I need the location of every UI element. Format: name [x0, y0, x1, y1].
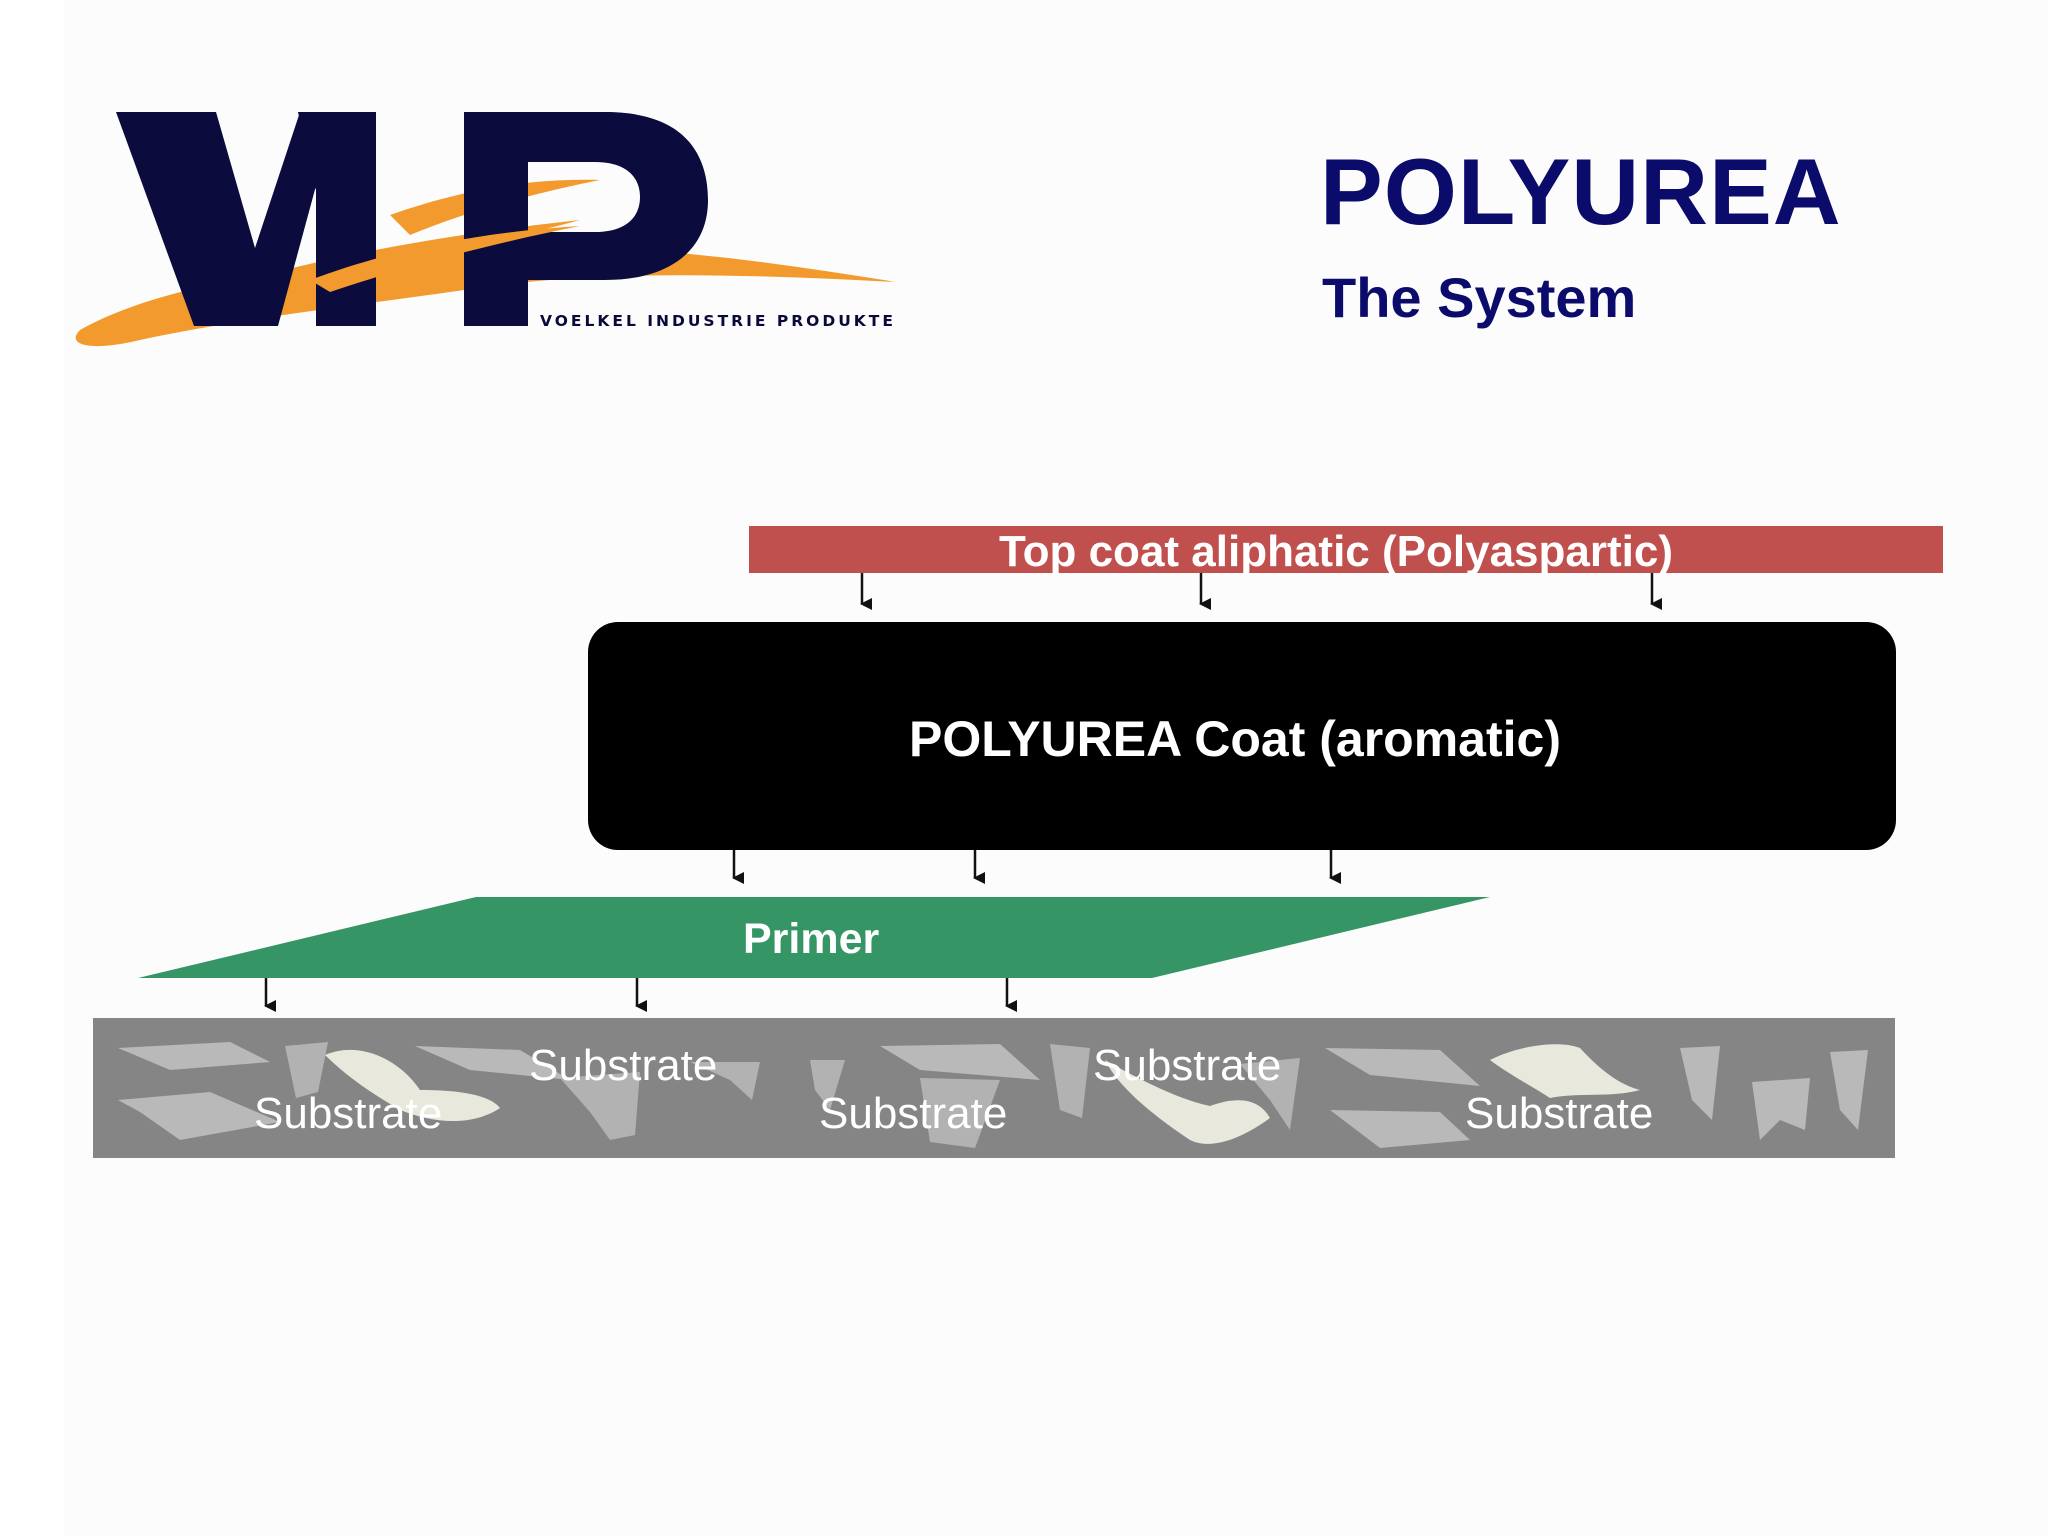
- substrate-label: Substrate: [1465, 1089, 1654, 1138]
- substrate-label: Substrate: [819, 1089, 1008, 1138]
- substrate-texture: [118, 1042, 1868, 1148]
- polyurea-coat-label: POLYUREA Coat (aromatic): [909, 711, 1561, 767]
- substrate-label: Substrate: [529, 1041, 718, 1090]
- primer-label: Primer: [743, 915, 880, 963]
- primer-shape: [138, 897, 1490, 978]
- page-subtitle: The System: [1322, 266, 1637, 329]
- topcoat-label: Top coat aliphatic (Polyaspartic): [999, 527, 1673, 576]
- topcoat-bar: [749, 526, 1943, 573]
- vip-logo: [60, 100, 920, 360]
- polyurea-coat-box: [588, 622, 1896, 850]
- vip-logo-graphic: [75, 112, 896, 347]
- primer-arrows: [264, 978, 1017, 1012]
- substrate-label: Substrate: [1093, 1041, 1282, 1090]
- substrate-label: Substrate: [254, 1089, 443, 1138]
- logo-tagline: VOELKEL INDUSTRIE PRODUKTE: [540, 312, 896, 330]
- topcoat-arrows: [860, 573, 1662, 610]
- page-title: POLYUREA: [1320, 139, 1842, 244]
- coat-arrows: [732, 850, 1341, 884]
